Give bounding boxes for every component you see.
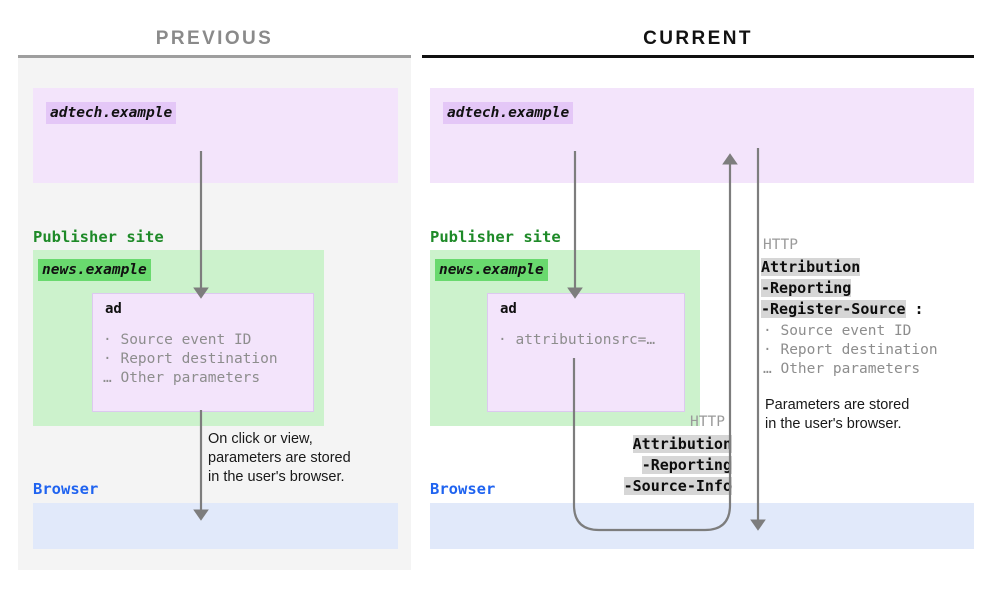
previous-ad-param-1: · Report destination: [103, 351, 278, 367]
previous-ad-title: ad: [105, 301, 122, 317]
current-response-param-0: · Source event ID: [763, 323, 912, 339]
current-ad-params: · attributionsrc=…: [498, 331, 655, 350]
current-request-protocol: HTTP: [690, 414, 725, 430]
current-adtech-chip: adtech.example: [443, 102, 574, 125]
current-response-colon: :: [914, 300, 924, 318]
previous-ad-params: · Source event ID · Report destination ……: [103, 331, 278, 388]
current-request-header: Attribution -Reporting -Source-Info: [560, 434, 732, 497]
current-note: Parameters are stored in the user's brow…: [765, 397, 910, 432]
current-response-params: · Source event ID · Report destination ……: [763, 322, 938, 379]
column-title-current: CURRENT: [643, 28, 753, 49]
current-browser-region: [430, 503, 974, 549]
current-ad-title: ad: [500, 301, 517, 317]
current-browser-label: Browser: [430, 480, 496, 498]
previous-publisher-label: Publisher site: [33, 228, 164, 246]
current-request-line-1: Attribution: [632, 435, 732, 453]
previous-publisher-chip: news.example: [38, 259, 151, 282]
current-publisher-chip: news.example: [435, 259, 548, 282]
previous-note: On click or view, parameters are stored …: [208, 431, 351, 485]
current-response-line-3: -Register-Source: [761, 300, 906, 318]
current-response-header: Attribution -Reporting -Register-Source :: [761, 257, 924, 320]
column-divider-current: [422, 55, 974, 58]
column-title-previous: PREVIOUS: [155, 28, 274, 49]
current-response-line-1: Attribution: [761, 258, 861, 276]
previous-browser-region: [33, 503, 398, 549]
previous-browser-label: Browser: [33, 480, 99, 498]
previous-ad-param-0: · Source event ID: [103, 332, 252, 348]
current-response-param-1: · Report destination: [763, 342, 938, 358]
previous-adtech-chip: adtech.example: [46, 102, 177, 125]
current-publisher-label: Publisher site: [430, 228, 561, 246]
current-request-line-2: -Reporting: [641, 456, 732, 474]
current-ad-param-0: · attributionsrc=…: [498, 332, 656, 348]
previous-ad-param-2: … Other parameters: [103, 370, 261, 386]
current-response-line-2: -Reporting: [761, 279, 852, 297]
current-response-protocol: HTTP: [763, 237, 798, 253]
current-request-line-3: -Source-Info: [623, 477, 732, 495]
current-response-param-2: … Other parameters: [763, 361, 921, 377]
column-divider-previous: [18, 55, 411, 58]
